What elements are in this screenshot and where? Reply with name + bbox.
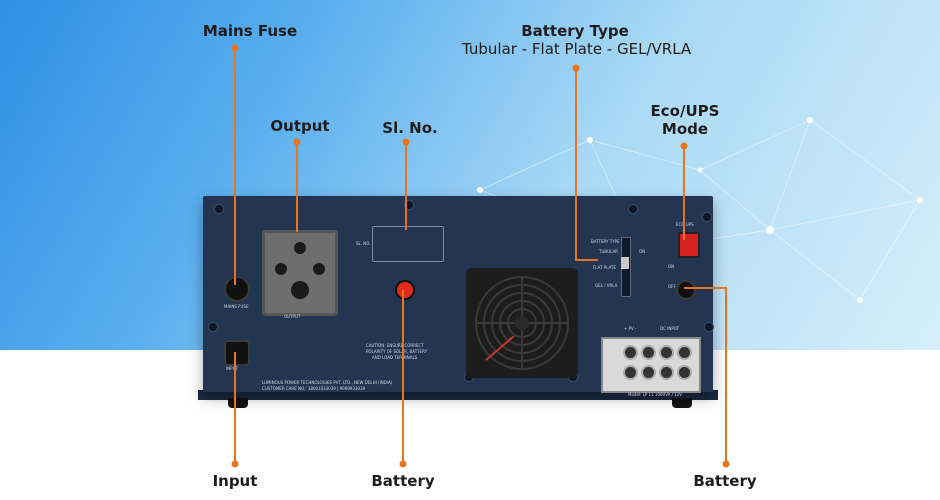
eco-ups-mode-switch[interactable] [678, 232, 700, 258]
callout-battery-type: Battery Type [521, 22, 629, 40]
battery-type-panel-label: BATTERY TYPE [591, 239, 620, 244]
maker-line-1: LUMINOUS POWER TECHNOLOGIES PVT. LTD., N… [262, 380, 393, 385]
battery-type-panel: BATTERY TYPE TUBULAR FLAT PLATE GEL / VR… [587, 233, 660, 299]
callout-battery-right: Battery [693, 472, 757, 490]
screw [628, 204, 638, 214]
fan-grille [475, 276, 569, 370]
input-connector[interactable] [224, 340, 250, 366]
callout-eco-ups-line1: Eco/UPS [650, 102, 720, 120]
serial-number-box [372, 226, 444, 262]
battery-fuse-holder[interactable] [676, 280, 696, 300]
caution-line-3: AND LOAD TERMINALS [372, 355, 418, 360]
battery-terminal-block [601, 337, 701, 393]
gel-vrla-label: GEL / VRLA [595, 283, 618, 288]
terminal-bolt[interactable] [659, 365, 674, 380]
tubular-label: TUBULAR [599, 249, 618, 254]
screw [208, 322, 218, 332]
caution-line-1: CAUTION: ENSURE CORRECT [366, 343, 424, 348]
eco-ups-panel-label: ECO UPS [676, 222, 694, 227]
output-panel-label: OUTPUT [284, 314, 301, 319]
model-label: Model: LP 11 1000VA / 12V [628, 392, 683, 397]
on-label: ON [639, 249, 646, 254]
left-foot [228, 398, 248, 408]
caution-line-2: POLARITY OF SOLAR, BATTERY [366, 349, 428, 354]
socket-pin-hole [294, 242, 306, 254]
panel-on-label: ON [668, 264, 675, 269]
output-socket [262, 230, 338, 316]
socket-earth-hole [291, 281, 309, 299]
terminal-bolt[interactable] [641, 345, 656, 360]
screw [404, 200, 414, 210]
callout-mains-fuse: Mains Fuse [202, 22, 298, 40]
pv-terminal-label: + PV - [624, 326, 637, 331]
mains-fuse-panel-label: MAINS FUSE [224, 304, 249, 309]
socket-pin-hole [275, 263, 287, 275]
callout-output: Output [270, 117, 330, 135]
terminal-bolt[interactable] [659, 345, 674, 360]
screw [704, 322, 714, 332]
terminal-bolt[interactable] [641, 365, 656, 380]
mains-fuse-holder[interactable] [224, 276, 250, 302]
terminal-bolt[interactable] [623, 365, 638, 380]
screw [702, 212, 712, 222]
terminal-bolt[interactable] [677, 365, 692, 380]
unit-base [198, 390, 718, 400]
sl-no-panel-label: SL. NO. [356, 241, 371, 246]
callout-eco-ups-line2: Mode [661, 120, 709, 138]
battery-fuse-knob[interactable] [395, 280, 415, 300]
terminal-bolt[interactable] [677, 345, 692, 360]
panel-off-label: OFF [668, 284, 676, 289]
terminal-bolt[interactable] [623, 345, 638, 360]
socket-pin-hole [313, 263, 325, 275]
callout-battery-center: Battery [371, 472, 435, 490]
callout-battery-type-options: Tubular - Flat Plate - GEL/VRLA [462, 40, 692, 58]
callout-input: Input [212, 472, 258, 490]
cooling-fan [466, 268, 578, 378]
flat-plate-label: FLAT PLATE [593, 265, 616, 270]
input-panel-label: INPUT [226, 366, 238, 371]
selector-slider-knob[interactable] [621, 257, 629, 269]
callout-sl-no: Sl. No. [382, 119, 438, 137]
maker-line-2: CUSTOMER CARE NO.: 18001033039 | 9999933… [262, 386, 366, 391]
dc-input-label: DC INPUT [660, 326, 680, 331]
right-foot [672, 398, 692, 408]
screw [214, 204, 224, 214]
